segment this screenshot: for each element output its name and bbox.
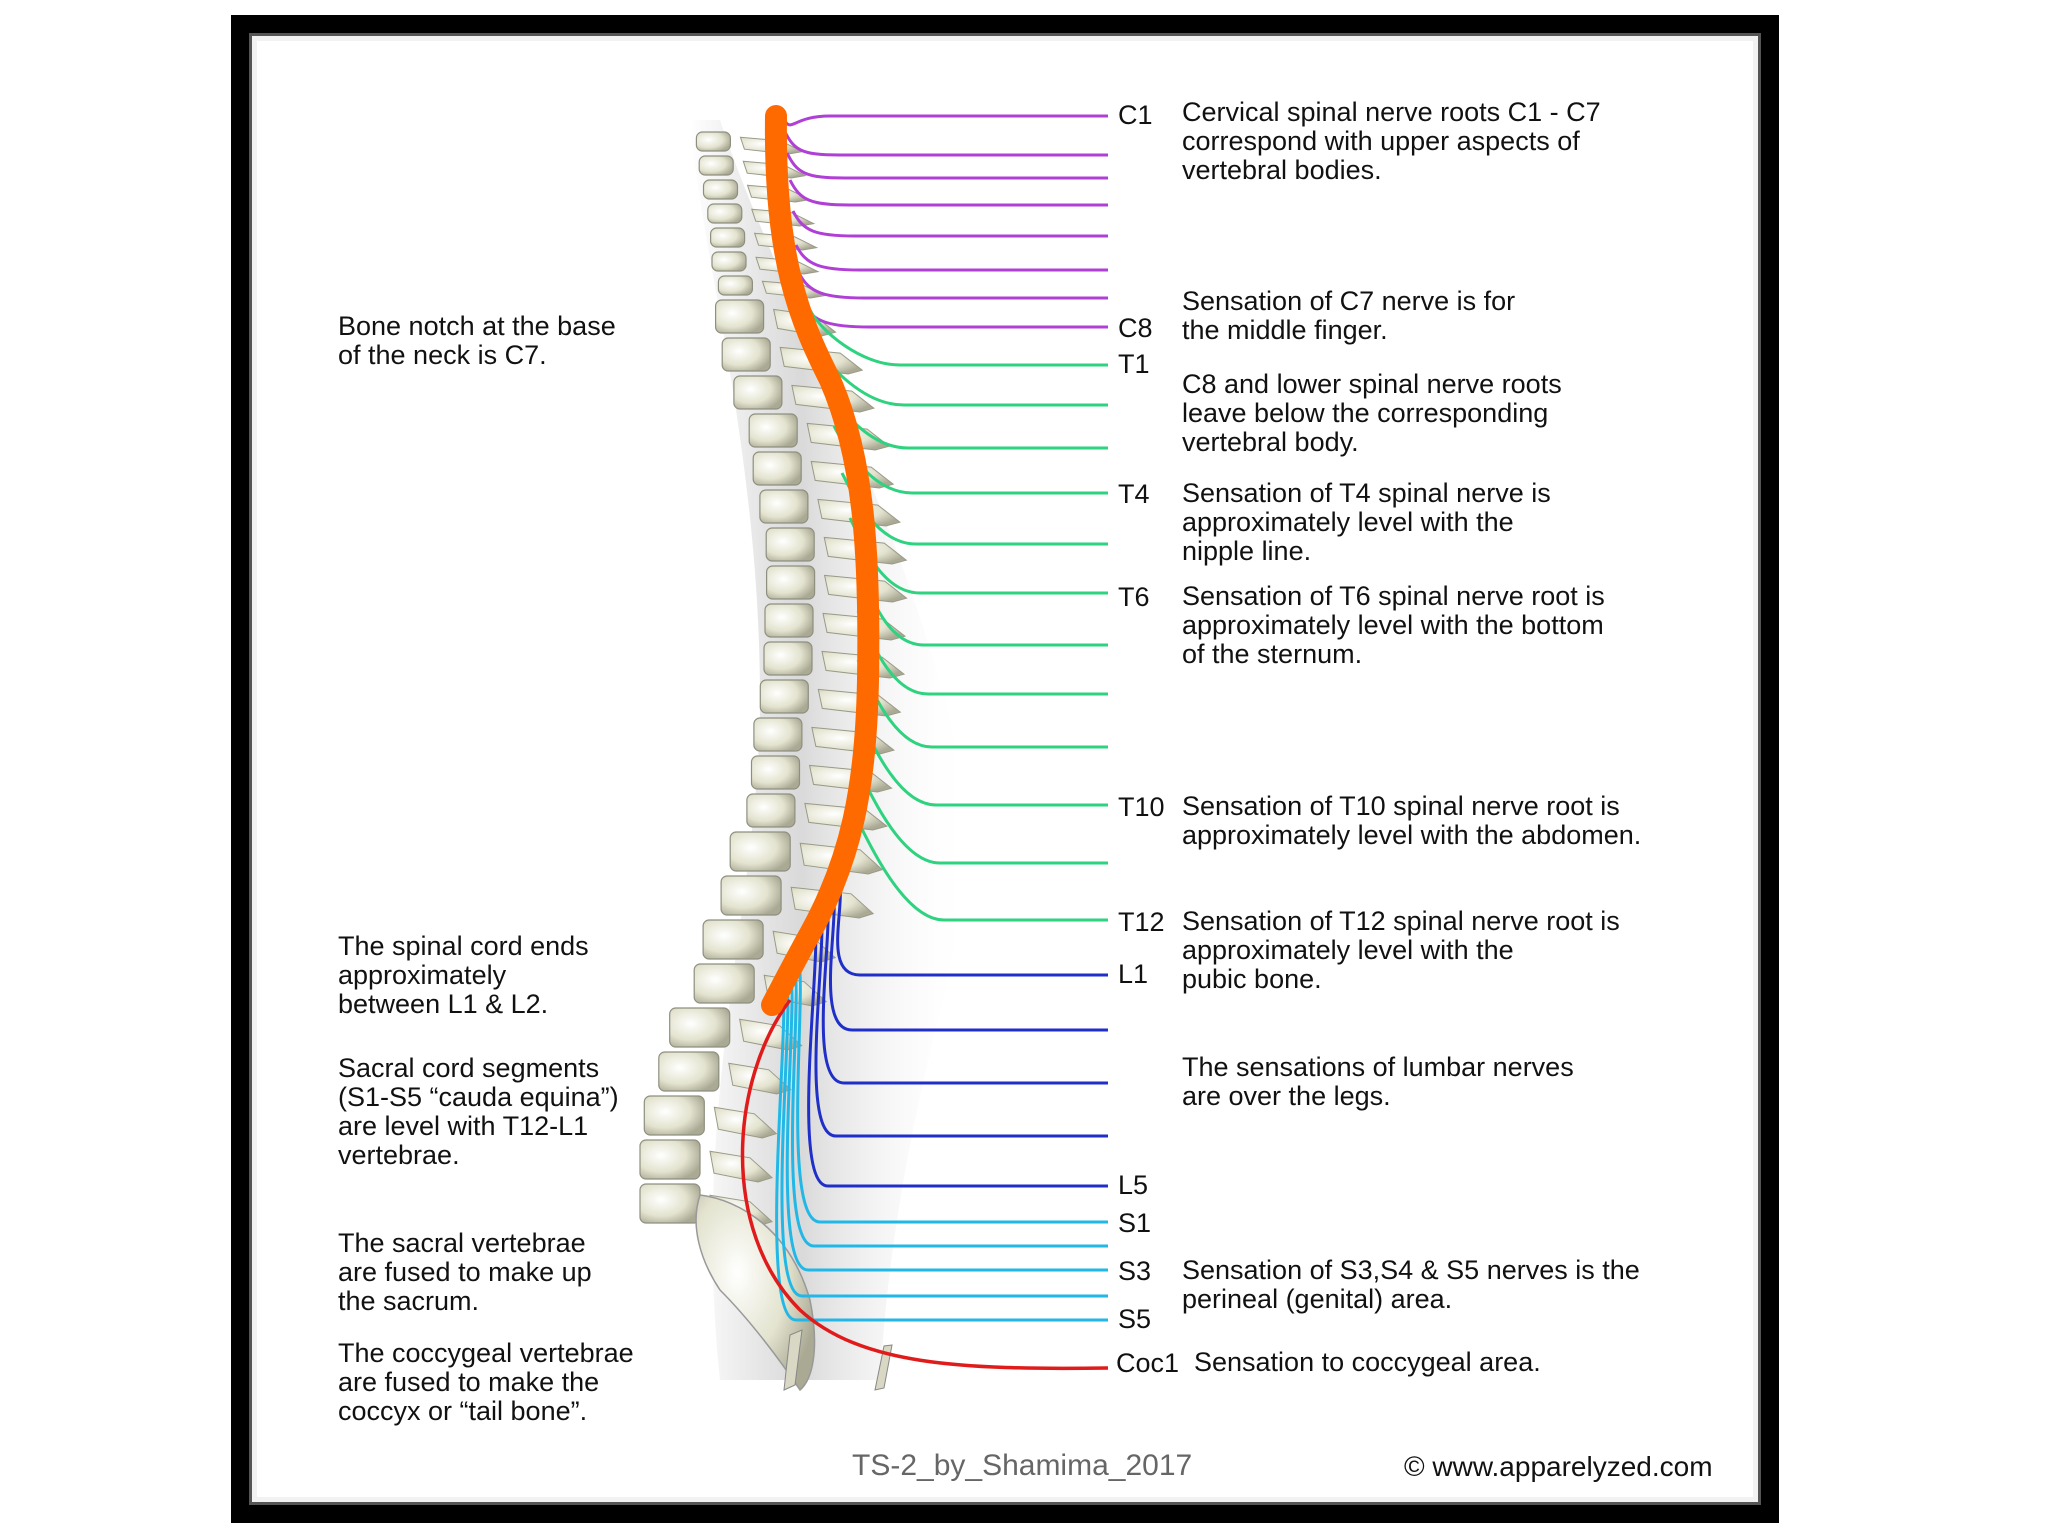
coccyx-shape	[783, 1329, 803, 1391]
label-coc1: Coc1	[1116, 1348, 1180, 1378]
label-t6: T6	[1118, 582, 1150, 612]
label-c8: C8	[1118, 313, 1153, 343]
label-t1: T1	[1118, 349, 1150, 379]
vertebra-body	[733, 375, 783, 410]
label-s5: S5	[1118, 1304, 1152, 1334]
source-credit: © www.apparelyzed.com	[1404, 1451, 1713, 1482]
label-l1: L1	[1118, 959, 1149, 989]
note-c8: C8 and lower spinal nerve roots leave be…	[1182, 369, 1562, 457]
note-sacrum: The sacral vertebrae are fused to make u…	[338, 1228, 592, 1316]
diagram-panel	[257, 41, 1753, 1497]
nerve-root	[794, 244, 1108, 272]
nerve-root	[791, 210, 1108, 238]
vertebra-body	[711, 251, 747, 272]
vertebra-body	[753, 717, 803, 752]
vertebra-body	[714, 299, 765, 334]
note-coc1: Sensation to coccygeal area.	[1194, 1347, 1541, 1377]
nerve-root	[785, 971, 1108, 1272]
note-t4: Sensation of T4 spinal nerve is approxim…	[1182, 478, 1551, 566]
vertebra-body	[748, 413, 798, 448]
vertebra-body	[765, 565, 816, 600]
note-s3: Sensation of S3,S4 & S5 nerves is the pe…	[1182, 1255, 1640, 1314]
nerve-root	[808, 309, 1108, 367]
vertebra-body	[763, 641, 813, 676]
note-cord-end: The spinal cord ends approximately betwe…	[338, 931, 589, 1019]
nerve-root	[788, 179, 1108, 207]
vertebra-body	[750, 755, 801, 790]
note-cervical: Cervical spinal nerve roots C1 - C7 corr…	[1182, 97, 1601, 185]
note-c7: Sensation of C7 nerve is for the middle …	[1182, 286, 1516, 345]
nerve-root	[790, 965, 1108, 1248]
note-sacral-cord: Sacral cord segments (S1-S5 “cauda equin…	[338, 1053, 619, 1170]
nerve-root	[856, 820, 1108, 922]
vertebra-body	[765, 527, 815, 562]
spinal-cord-top	[765, 111, 787, 129]
nerve-root	[782, 129, 1108, 157]
nerve-root	[800, 301, 1108, 329]
nerve-root	[785, 152, 1108, 180]
vertebra-body	[658, 1051, 720, 1092]
vertebra-body	[764, 603, 814, 638]
label-t10: T10	[1118, 792, 1165, 822]
vertebra-body	[702, 179, 739, 200]
note-t12: Sensation of T12 spinal nerve root is ap…	[1182, 906, 1620, 994]
watermark-credit: TS-2_by_Shamima_2017	[852, 1449, 1193, 1482]
spinal-cord	[761, 105, 880, 1016]
vertebra-body	[693, 963, 755, 1004]
vertebra-body	[759, 679, 809, 714]
note-c7-notch: Bone notch at the base of the neck is C7…	[338, 311, 616, 370]
vertebra-body	[643, 1095, 705, 1136]
vertebra-body	[720, 875, 782, 916]
vertebra-body	[717, 275, 754, 296]
vertebra-body	[759, 489, 809, 524]
label-c1: C1	[1118, 100, 1153, 130]
nerve-root	[780, 114, 1108, 127]
label-l5: L5	[1118, 1170, 1149, 1200]
coccyx-tip-shape	[874, 1344, 893, 1391]
note-t10: Sensation of T10 spinal nerve root is ap…	[1182, 791, 1642, 850]
label-s1: S1	[1118, 1208, 1152, 1238]
vertebra-body	[695, 131, 732, 152]
vertebra-body	[721, 337, 771, 372]
nerve-root	[796, 959, 1108, 1224]
nerve-coccygeal	[740, 998, 1109, 1371]
note-coccyx: The coccygeal vertebrae are fused to mak…	[338, 1338, 634, 1426]
vertebra-body	[639, 1139, 701, 1180]
vertebra-body	[707, 203, 743, 224]
nerve-root	[797, 272, 1108, 300]
label-t12: T12	[1118, 907, 1165, 937]
vertebral-bodies	[639, 131, 816, 1224]
vertebra-body	[746, 793, 796, 828]
vertebra-body	[669, 1007, 731, 1048]
vertebra-body	[729, 831, 791, 872]
vertebra-body	[752, 451, 802, 486]
note-t6: Sensation of T6 spinal nerve root is app…	[1182, 581, 1605, 669]
label-t4: T4	[1118, 479, 1150, 509]
vertebra-body	[709, 227, 746, 248]
label-s3: S3	[1118, 1256, 1152, 1286]
sacrum-shape	[695, 1194, 816, 1392]
vertebra-body	[702, 919, 764, 960]
vertebra-body	[698, 155, 734, 176]
note-lumbar: The sensations of lumbar nerves are over…	[1182, 1052, 1574, 1111]
vertebra-body	[639, 1183, 701, 1224]
